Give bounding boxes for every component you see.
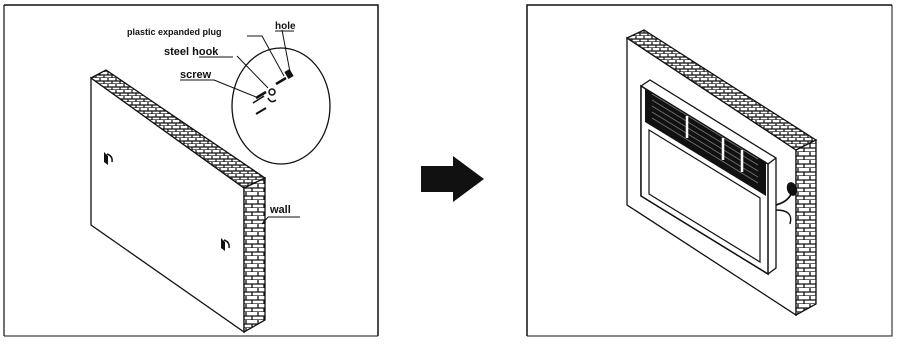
- right-frame: [526, 4, 892, 336]
- label-steel-hook: steel hook: [164, 46, 219, 58]
- label-hole: hole: [275, 21, 296, 32]
- label-screw: screw: [180, 69, 212, 81]
- wall-block: [89, 69, 267, 334]
- hook-left: [104, 152, 113, 165]
- wall-side-bricks-mounted: [795, 138, 817, 317]
- label-plastic-expanded-plug: plastic expanded plug: [127, 27, 222, 37]
- detail-circle: [231, 47, 331, 165]
- power-cord: [775, 182, 798, 225]
- leader-lines: [213, 29, 291, 98]
- hook-right: [221, 238, 230, 251]
- left-panel: plastic expanded plug hole steel hook sc…: [3, 4, 379, 337]
- right-panel: [526, 4, 893, 337]
- label-wall: wall: [269, 204, 291, 216]
- heater-grille: [645, 88, 766, 196]
- right-arrow-icon: [421, 156, 484, 202]
- wall-side-bricks: [243, 176, 266, 334]
- heater-unit: [640, 79, 777, 276]
- detail-parts: [252, 69, 294, 115]
- left-frame: [4, 4, 379, 336]
